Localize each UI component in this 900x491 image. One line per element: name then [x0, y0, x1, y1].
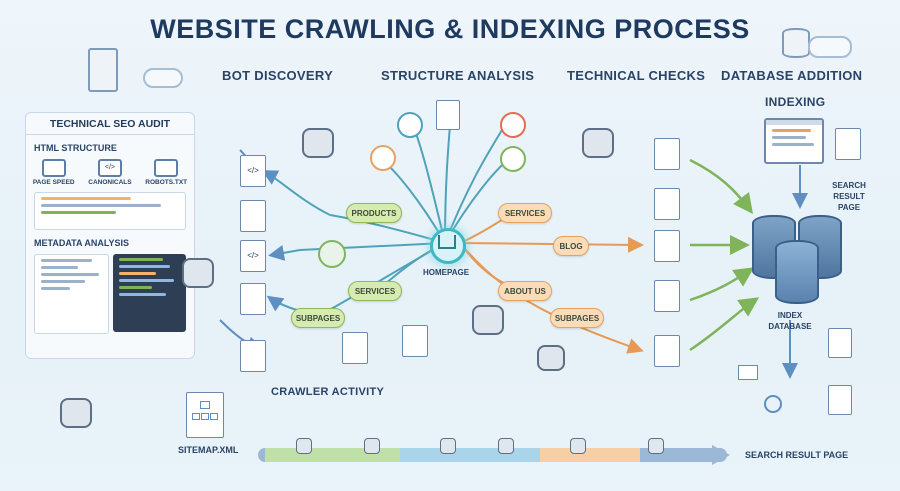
document-icon [654, 230, 680, 262]
code-icon: </> [97, 159, 122, 177]
homepage-label: HOMEPAGE [423, 268, 470, 277]
mail-icon [738, 365, 758, 380]
robot-icon [296, 438, 312, 454]
html-structure-label: HTML STRUCTURE [34, 143, 117, 153]
google-icon [500, 112, 526, 138]
index-database-label: INDEX DATABASE [768, 311, 812, 331]
search-result-page-bottom-label: SEARCH RESULT PAGE [745, 450, 849, 460]
node-subpages-left: SUBPAGES [291, 308, 345, 328]
document-globe-icon [240, 283, 266, 315]
document-search-icon [240, 200, 266, 232]
users-icon [318, 240, 346, 268]
document-icon [654, 138, 680, 170]
robot-icon [302, 128, 334, 158]
search-result-doc-icon [828, 328, 852, 358]
node-about-us: ABOUT US [498, 281, 552, 301]
document-tools-icon [654, 188, 680, 220]
speedometer-icon [41, 159, 66, 177]
sitemap-icon [186, 392, 224, 438]
robot-icon [60, 398, 92, 428]
browser-window-icon [764, 118, 824, 164]
document-icon [240, 340, 266, 372]
section-database-addition: DATABASE ADDITION [721, 68, 863, 83]
database-icon [782, 28, 810, 58]
search-result-doc-icon [828, 385, 852, 415]
document-code-icon: </> [240, 240, 266, 272]
search-engine-icon [500, 146, 526, 172]
robot-icon [154, 159, 179, 177]
section-structure-analysis: STRUCTURE ANALYSIS [381, 68, 535, 83]
database-cylinder-icon [775, 240, 819, 304]
robot-icon [440, 438, 456, 454]
cloud-icon [143, 68, 183, 88]
audit-item-canonicals: CANONICALS [88, 179, 132, 186]
search-result-page-label: SEARCH RESULT PAGE [832, 181, 866, 212]
cloud-icon [808, 36, 852, 58]
robot-icon [364, 438, 380, 454]
document-code-icon: </> [240, 155, 266, 187]
bing-icon [397, 112, 423, 138]
page-title: WEBSITE CRAWLING & INDEXING PROCESS [150, 14, 750, 44]
metadata-preview [34, 254, 109, 334]
robot-icon [648, 438, 664, 454]
home-icon [438, 235, 456, 249]
audit-title: TECHNICAL SEO AUDIT [26, 113, 194, 135]
seo-audit-panel: TECHNICAL SEO AUDIT HTML STRUCTURE PAGE … [25, 112, 195, 359]
html-preview [34, 192, 186, 230]
search-icon [764, 395, 782, 413]
document-settings-icon [654, 280, 680, 312]
metadata-analysis-label: METADATA ANALYSIS [34, 238, 130, 248]
section-technical-checks: TECHNICAL CHECKS [567, 68, 706, 83]
document-icon [342, 332, 368, 364]
node-services-left: SERVICES [348, 281, 402, 301]
sitemap-label: SITEMAP.XML [178, 445, 239, 455]
robot-icon [498, 438, 514, 454]
document-icon [436, 100, 460, 130]
code-editor-preview [113, 254, 186, 332]
node-products: PRODUCTS [346, 203, 402, 223]
document-icon [654, 335, 680, 367]
homepage-hub [430, 228, 466, 264]
node-blog: BLOG [553, 236, 589, 256]
node-subpages-right: SUBPAGES [550, 308, 604, 328]
robot-icon [582, 128, 614, 158]
audit-item-page-speed: PAGE SPEED [32, 179, 75, 186]
audit-item-robots: ROBOTS.TXT [145, 179, 188, 186]
document-icon [402, 325, 428, 357]
search-engine-icon [370, 145, 396, 171]
server-icon [88, 48, 118, 92]
robot-icon [537, 345, 565, 371]
robot-icon [570, 438, 586, 454]
search-result-doc-icon [835, 128, 861, 160]
indexing-label: INDEXING [765, 95, 826, 109]
robot-icon [182, 258, 214, 288]
robot-icon [472, 305, 504, 335]
node-services-right: SERVICES [498, 203, 552, 223]
crawler-activity-label: CRAWLER ACTIVITY [271, 386, 385, 398]
section-bot-discovery: BOT DISCOVERY [222, 68, 334, 83]
